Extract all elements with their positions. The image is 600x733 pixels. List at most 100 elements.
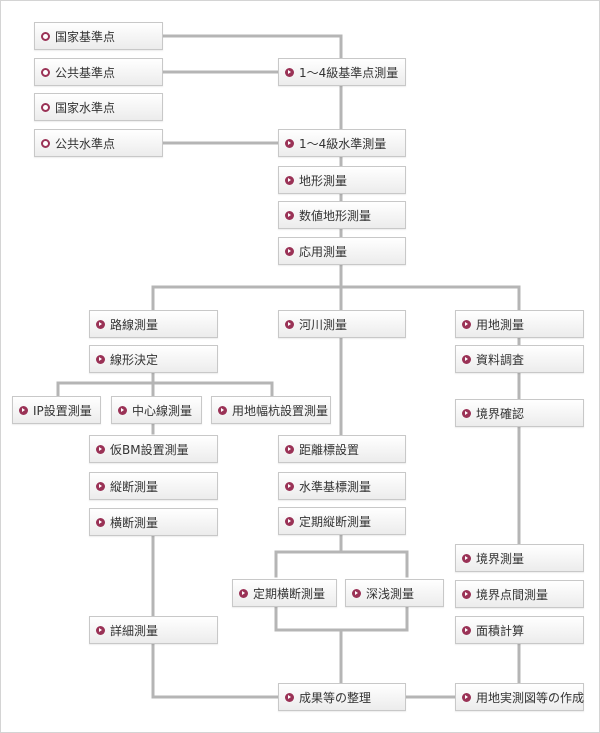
node-label: 用地測量 xyxy=(476,317,525,332)
node-teiki-odan[interactable]: 定期横断測量 xyxy=(232,579,337,607)
play-bullet-icon xyxy=(239,588,248,598)
play-bullet-icon xyxy=(96,517,105,527)
node-label: 1～4級基準点測量 xyxy=(299,65,399,80)
node-label: 国家水準点 xyxy=(55,100,116,115)
node-chikei-sokuryo[interactable]: 地形測量 xyxy=(278,166,406,194)
play-bullet-icon xyxy=(285,138,294,148)
node-label: 境界点間測量 xyxy=(476,587,549,602)
play-bullet-icon xyxy=(285,444,294,454)
node-judan-sokuryo[interactable]: 縦断測量 xyxy=(89,472,218,500)
ring-bullet-icon xyxy=(41,102,50,112)
node-label: 応用測量 xyxy=(299,244,348,259)
node-oyo-sokuryo[interactable]: 応用測量 xyxy=(278,237,406,265)
node-kijunten-sokuryo[interactable]: 1～4級基準点測量 xyxy=(278,58,406,86)
node-label: 資料調査 xyxy=(476,352,525,367)
node-menseki-keisan[interactable]: 面積計算 xyxy=(455,616,584,644)
node-kyokai-sokuryo[interactable]: 境界測量 xyxy=(455,544,584,572)
play-bullet-icon xyxy=(285,175,294,185)
node-yochi-habakui[interactable]: 用地幅杭設置測量 xyxy=(211,396,331,424)
node-label: 水準基標測量 xyxy=(299,479,372,494)
connector-inner-loop-bottom xyxy=(274,605,409,632)
node-label: 面積計算 xyxy=(476,623,525,638)
node-kyokai-kakunin[interactable]: 境界確認 xyxy=(455,399,584,427)
node-label: 縦断測量 xyxy=(110,479,159,494)
node-kyokaiten-kan[interactable]: 境界点間測量 xyxy=(455,580,584,608)
node-label: 公共基準点 xyxy=(55,65,116,80)
node-label: 1～4級水準測量 xyxy=(299,136,387,151)
node-teiki-judan[interactable]: 定期縦断測量 xyxy=(278,507,406,535)
node-label: 詳細測量 xyxy=(110,623,159,638)
ring-bullet-icon xyxy=(41,138,50,148)
node-label: IP設置測量 xyxy=(33,403,92,418)
play-bullet-icon xyxy=(462,589,471,599)
node-label: 用地実測図等の作成 xyxy=(476,690,585,705)
play-bullet-icon xyxy=(19,405,28,415)
node-label: 国家基準点 xyxy=(55,29,116,44)
node-label: 公共水準点 xyxy=(55,136,116,151)
play-bullet-icon xyxy=(462,354,471,364)
node-chushinsen[interactable]: 中心線測量 xyxy=(111,396,202,424)
node-seika-seiri[interactable]: 成果等の整理 xyxy=(278,683,406,711)
node-label: 境界確認 xyxy=(476,406,525,421)
connector-kokka-kijunten xyxy=(161,34,343,59)
node-kokka-kijunten[interactable]: 国家基準点 xyxy=(34,22,163,50)
node-label: 河川測量 xyxy=(299,317,348,332)
play-bullet-icon xyxy=(218,405,227,415)
node-label: 深浅測量 xyxy=(366,586,415,601)
play-bullet-icon xyxy=(96,481,105,491)
node-kokyo-kijunten[interactable]: 公共基準点 xyxy=(34,58,163,86)
node-label: 距離標設置 xyxy=(299,442,360,457)
node-label: 地形測量 xyxy=(299,173,348,188)
node-label: 成果等の整理 xyxy=(299,690,372,705)
connector-to-seika-left xyxy=(151,535,281,699)
node-rosen-sokuryo[interactable]: 路線測量 xyxy=(89,310,218,338)
play-bullet-icon xyxy=(285,319,294,329)
ring-bullet-icon xyxy=(41,67,50,77)
play-bullet-icon xyxy=(462,408,471,418)
node-label: 定期縦断測量 xyxy=(299,514,372,529)
node-odan-sokuryo[interactable]: 横断測量 xyxy=(89,508,218,536)
play-bullet-icon xyxy=(462,319,471,329)
play-bullet-icon xyxy=(462,553,471,563)
node-kyori-hyo[interactable]: 距離標設置 xyxy=(278,435,406,463)
node-label: 線形決定 xyxy=(110,352,159,367)
node-kasen-sokuryo[interactable]: 河川測量 xyxy=(278,310,406,338)
play-bullet-icon xyxy=(285,481,294,491)
node-senkei-kettei[interactable]: 線形決定 xyxy=(89,345,218,373)
node-suchi-chikei[interactable]: 数値地形測量 xyxy=(278,201,406,229)
play-bullet-icon xyxy=(462,625,471,635)
node-label: 数値地形測量 xyxy=(299,208,372,223)
play-bullet-icon xyxy=(285,246,294,256)
play-bullet-icon xyxy=(118,405,127,415)
node-label: 定期横断測量 xyxy=(253,586,326,601)
node-yochi-jissokuzu[interactable]: 用地実測図等の作成 xyxy=(455,683,584,711)
node-label: 中心線測量 xyxy=(132,403,193,418)
node-label: 仮BM設置測量 xyxy=(110,442,189,457)
node-shiryo-chosa[interactable]: 資料調査 xyxy=(455,345,584,373)
play-bullet-icon xyxy=(96,319,105,329)
node-shinsen-sokuryo[interactable]: 深浅測量 xyxy=(345,579,444,607)
play-bullet-icon xyxy=(285,516,294,526)
play-bullet-icon xyxy=(96,625,105,635)
node-suijun-kihyo[interactable]: 水準基標測量 xyxy=(278,472,406,500)
node-kokyo-suijunten[interactable]: 公共水準点 xyxy=(34,129,163,157)
node-label: 路線測量 xyxy=(110,317,159,332)
play-bullet-icon xyxy=(96,354,105,364)
node-kokka-suijunten[interactable]: 国家水準点 xyxy=(34,93,163,121)
play-bullet-icon xyxy=(285,210,294,220)
node-suijun-sokuryo[interactable]: 1～4級水準測量 xyxy=(278,129,406,157)
play-bullet-icon xyxy=(285,67,294,77)
node-kari-bm[interactable]: 仮BM設置測量 xyxy=(89,435,218,463)
node-label: 横断測量 xyxy=(110,515,159,530)
node-label: 用地幅杭設置測量 xyxy=(232,403,329,418)
node-yochi-sokuryo[interactable]: 用地測量 xyxy=(455,310,584,338)
node-ip-setchi[interactable]: IP設置測量 xyxy=(12,396,101,424)
play-bullet-icon xyxy=(352,588,361,598)
play-bullet-icon xyxy=(462,692,471,702)
ring-bullet-icon xyxy=(41,31,50,41)
play-bullet-icon xyxy=(96,444,105,454)
node-shosai-sokuryo[interactable]: 詳細測量 xyxy=(89,616,218,644)
connector-inner-loop xyxy=(274,550,409,578)
